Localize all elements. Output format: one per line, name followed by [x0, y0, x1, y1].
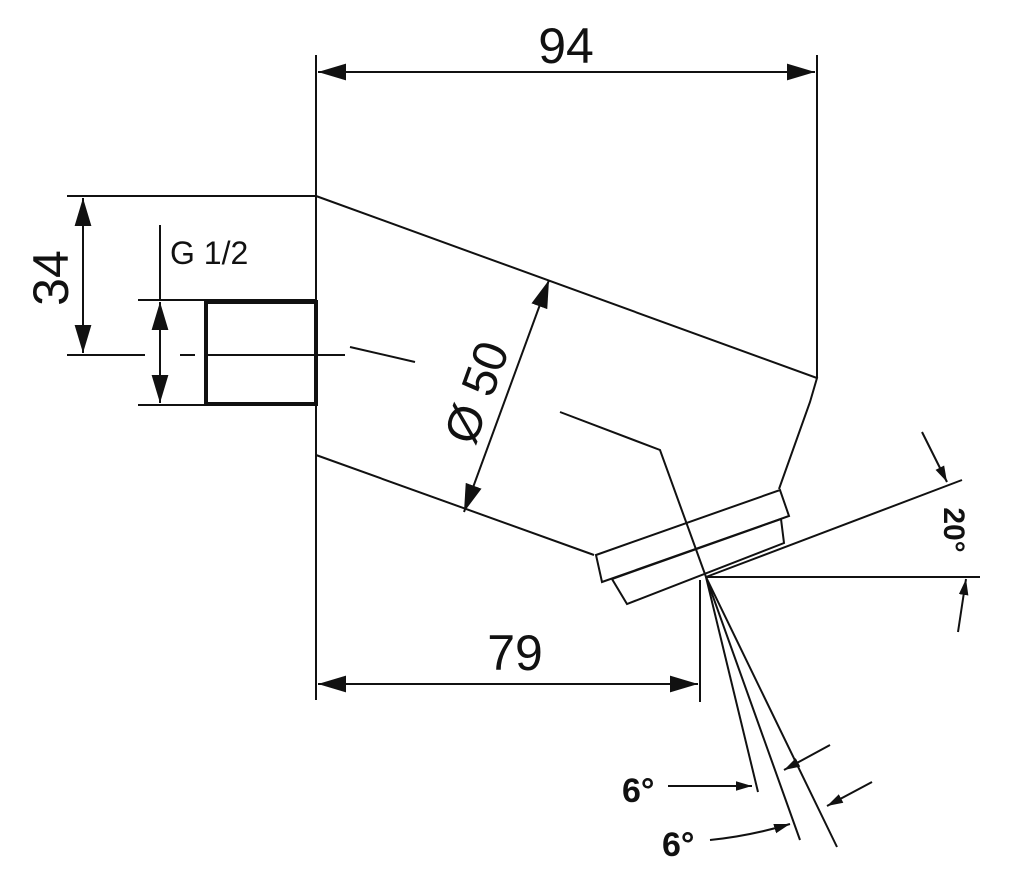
dimension-79: 79 [318, 580, 701, 702]
dimension-34-label: 34 [23, 250, 79, 306]
thread-connector [204, 300, 318, 406]
shower-head-body [315, 55, 819, 700]
thread-label: G 1/2 [170, 235, 248, 271]
dimension-79-label: 79 [487, 625, 543, 681]
nozzle-rings [594, 488, 791, 606]
dimension-34: 34 [23, 195, 316, 356]
angle-20-label: 20° [937, 507, 970, 552]
spray-angle-1-label: 6° [622, 772, 655, 810]
centerlines [180, 346, 707, 578]
angle-20: 20° [705, 431, 980, 633]
dimension-94: 94 [318, 18, 815, 81]
dimension-94-label: 94 [538, 18, 594, 74]
dimension-thread: G 1/2 [138, 225, 316, 406]
dimension-diameter: Ø 50 [435, 279, 550, 513]
spray-lines: 6° 6° [622, 576, 873, 864]
spray-angle-2-label: 6° [662, 826, 695, 864]
